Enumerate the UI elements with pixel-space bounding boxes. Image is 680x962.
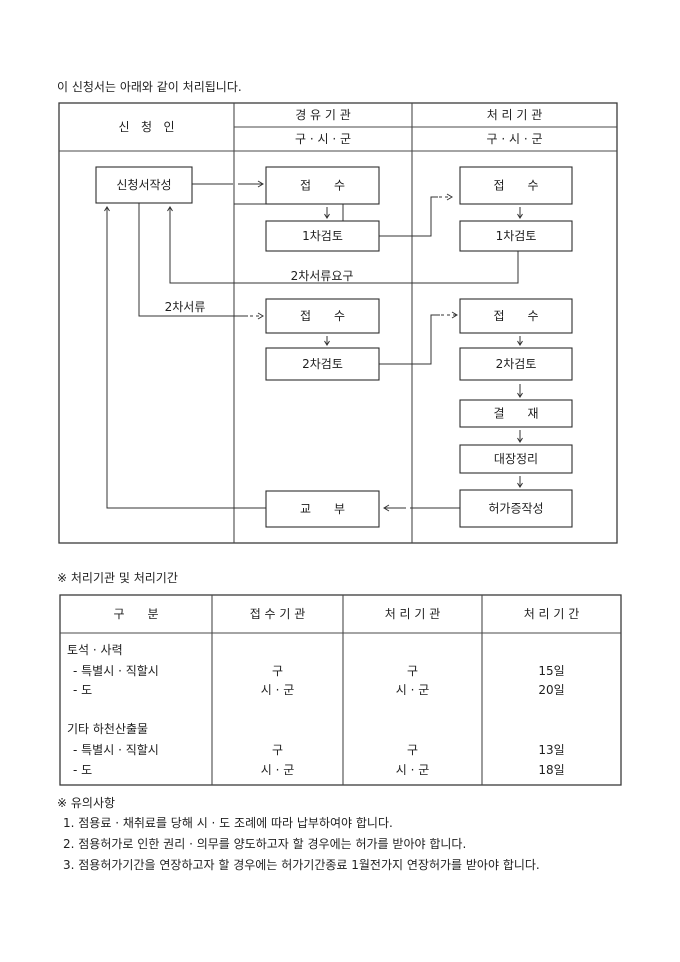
box-via-review-1: 1차검토	[265, 220, 380, 252]
row-processing: 시 · 군	[396, 683, 430, 697]
note-item: 2. 점용허가로 인한 권리 · 의무를 양도하고자 할 경우에는 허가를 받아…	[63, 837, 466, 851]
row-region: - 특별시 · 직할시	[73, 664, 159, 678]
connector-line	[379, 196, 438, 237]
period-table-border	[59, 594, 622, 786]
column-header-category: 구 분	[114, 607, 159, 621]
table-group: 기타 하천산출물 - 특별시 · 직할시 구 구 13일 - 도 시 · 군 시…	[67, 721, 565, 777]
column-header-processing-agency: 처 리 기 관	[385, 607, 441, 621]
row-processing: 구	[407, 664, 418, 678]
connector-line	[106, 207, 266, 509]
box-label: 접 수	[300, 179, 345, 193]
box-label: 접 수	[494, 309, 539, 323]
arrowhead-down-icon	[517, 482, 523, 488]
arrowhead-down-icon	[517, 340, 523, 346]
row-receiving: 구	[272, 743, 283, 757]
table-row: - 특별시 · 직할시 구 구 13일	[73, 743, 565, 757]
box-label: 1차검토	[496, 229, 537, 243]
table-group: 토석 · 사력 - 특별시 · 직할시 구 구 15일 - 도 시 · 군 시 …	[67, 643, 565, 697]
header-processing-sub: 구 · 시 · 군	[486, 132, 542, 146]
header-via-agency: 경 유 기 관	[295, 108, 351, 122]
note-item: 3. 점용허가기간을 연장하고자 할 경우에는 허가기간종료 1월전가지 연장허…	[63, 858, 540, 872]
box-proc-receipt-1: 접 수	[459, 166, 573, 205]
arrowhead-down-icon	[517, 392, 523, 398]
period-section-title: ※ 처리기관 및 처리기간	[57, 571, 178, 585]
arrowhead-up-icon	[167, 206, 173, 212]
header-processing-agency: 처 리 기 관	[487, 108, 543, 122]
header-via-sub: 구 · 시 · 군	[295, 132, 351, 146]
flow-boxes: 신청서작성 접 수 1차검토 접 수 1차검토 접 수 2차검토	[95, 166, 573, 528]
row-receiving: 시 · 군	[261, 683, 295, 697]
box-write-application: 신청서작성	[95, 166, 193, 204]
connector-line	[379, 314, 440, 365]
flow-connectors: 2차서류요구 2차서류	[104, 180, 523, 512]
box-issue-permit: 허가증작성	[459, 489, 573, 528]
row-receiving: 시 · 군	[261, 763, 295, 777]
arrowhead-down-icon	[517, 437, 523, 443]
row-period: 20일	[538, 683, 564, 697]
box-label: 결 재	[494, 407, 539, 421]
box-label: 접 수	[494, 179, 539, 193]
arrowhead-down-icon	[324, 340, 330, 346]
box-via-receipt-2: 접 수	[265, 298, 380, 334]
box-label: 접 수	[300, 309, 345, 323]
arrowhead-down-icon	[517, 213, 523, 219]
column-header-processing-period: 처 리 기 간	[524, 607, 580, 621]
arrowhead-down-icon	[324, 213, 330, 219]
label-request-second-docs: 2차서류요구	[291, 269, 354, 283]
box-proc-review-1: 1차검토	[459, 220, 573, 252]
flow-table: 신 청 인 경 유 기 관 구 · 시 · 군 처 리 기 관 구 · 시 · …	[58, 102, 618, 544]
box-ledger: 대장정리	[459, 444, 573, 474]
connector-line	[169, 207, 519, 284]
box-label: 신청서작성	[116, 178, 171, 192]
box-delivery: 교 부	[265, 490, 380, 528]
box-via-receipt-1: 접 수	[265, 166, 380, 205]
period-table: 구 분 접 수 기 관 처 리 기 관 처 리 기 간 토석 · 사력 - 특별…	[59, 594, 622, 786]
box-proc-receipt-2: 접 수	[459, 298, 573, 334]
arrowhead-up-icon	[104, 206, 110, 212]
connector-line	[138, 203, 248, 317]
row-period: 13일	[538, 743, 564, 757]
row-period: 15일	[538, 664, 564, 678]
row-processing: 시 · 군	[396, 763, 430, 777]
row-period: 18일	[538, 763, 564, 777]
arrowhead-right-icon	[446, 193, 453, 201]
box-label: 2차검토	[496, 357, 537, 371]
box-label: 대장정리	[494, 452, 538, 466]
arrowhead-right-icon	[451, 311, 458, 319]
arrowhead-left-icon	[383, 504, 390, 512]
box-proc-review-2: 2차검토	[459, 347, 573, 381]
notes-title: ※ 유의사항	[57, 796, 115, 810]
box-via-review-2: 2차검토	[265, 347, 380, 381]
box-label: 2차검토	[302, 357, 343, 371]
flow-table-border	[58, 102, 618, 544]
note-item: 1. 점용료 · 채취료를 당해 시 · 도 조례에 따라 납부하여야 합니다.	[63, 816, 393, 830]
box-label: 교 부	[300, 502, 345, 516]
row-processing: 구	[407, 743, 418, 757]
box-approval: 결 재	[459, 399, 573, 428]
box-label: 허가증작성	[488, 502, 543, 516]
group-category: 토석 · 사력	[67, 643, 123, 657]
column-header-receiving-agency: 접 수 기 관	[250, 607, 306, 621]
table-row: - 도 시 · 군 시 · 군 18일	[73, 763, 565, 777]
row-receiving: 구	[272, 664, 283, 678]
header-applicant: 신 청 인	[118, 120, 174, 134]
row-region: - 특별시 · 직할시	[73, 743, 159, 757]
label-second-docs: 2차서류	[165, 300, 206, 314]
box-label: 1차검토	[302, 229, 343, 243]
arrowhead-right-icon	[257, 180, 264, 188]
row-region: - 도	[73, 763, 92, 777]
group-category: 기타 하천산출물	[67, 721, 148, 736]
intro-text: 이 신청서는 아래와 같이 처리됩니다.	[57, 80, 242, 94]
notes-section: ※ 유의사항 1. 점용료 · 채취료를 당해 시 · 도 조례에 따라 납부하…	[57, 796, 540, 872]
table-row: - 도 시 · 군 시 · 군 20일	[73, 683, 565, 697]
arrowhead-right-icon	[257, 312, 264, 320]
row-region: - 도	[73, 683, 92, 697]
table-row: - 특별시 · 직할시 구 구 15일	[73, 664, 565, 678]
